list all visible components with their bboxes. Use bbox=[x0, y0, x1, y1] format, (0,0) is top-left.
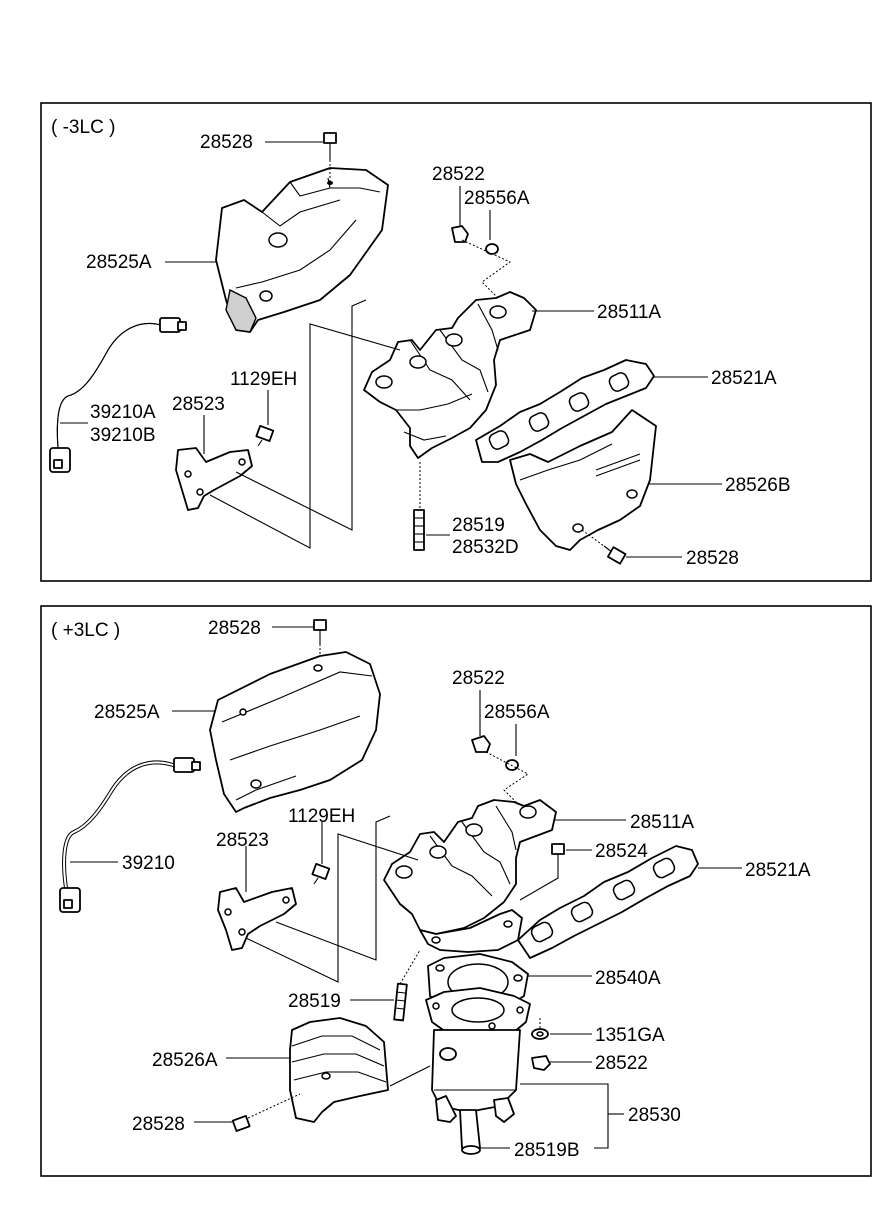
converter-part bbox=[425, 987, 531, 1155]
exhaust-manifold-part-2 bbox=[383, 799, 557, 953]
panel-minus-3lc-tag: ( -3LC ) bbox=[51, 117, 115, 138]
label-heat-shield-upper-2: 28525A bbox=[94, 702, 160, 723]
label-gasket-ring-2: 28556A bbox=[484, 702, 550, 723]
panel-minus-3lc-frame bbox=[40, 102, 872, 582]
heat-shield-upper-part-2 bbox=[209, 651, 381, 813]
oxygen-sensor-part-2 bbox=[59, 757, 201, 913]
heat-shield-lower-part-2 bbox=[289, 1017, 389, 1123]
oxygen-sensor-part bbox=[49, 317, 187, 473]
label-nut: 28522 bbox=[432, 164, 485, 185]
panel-minus-3lc: ( -3LC ) 28528 28525A 28522 28556A bbox=[40, 102, 872, 582]
label-converter: 28530 bbox=[628, 1105, 681, 1126]
label-manifold-gasket-2: 28521A bbox=[745, 860, 811, 881]
bolt-bottom-part bbox=[581, 529, 627, 565]
label-bolt-bracket: 1129EH bbox=[230, 369, 297, 390]
stud-part-2 bbox=[393, 949, 421, 1022]
bolt-bottom-part-2 bbox=[231, 1093, 301, 1132]
bracket-part-2 bbox=[217, 887, 297, 951]
bracket-part bbox=[175, 447, 253, 511]
label-nut-lower: 28522 bbox=[595, 1053, 648, 1074]
manifold-gasket-part bbox=[475, 359, 655, 463]
panel-plus-3lc-frame bbox=[40, 605, 872, 1177]
heat-shield-upper-part bbox=[215, 167, 389, 333]
panel-plus-3lc: ( +3LC ) 28528 28525A 28522 28556A bbox=[40, 605, 872, 1177]
panel-plus-3lc-tag: ( +3LC ) bbox=[51, 620, 120, 641]
label-sensor-a: 39210A bbox=[90, 402, 156, 423]
label-converter-gasket: 28540A bbox=[595, 968, 661, 989]
label-stud: 28519 bbox=[452, 515, 505, 536]
label-washer: 1351GA bbox=[595, 1025, 665, 1046]
label-bolt-bracket-2: 1129EH bbox=[288, 806, 355, 827]
label-gasket-ring: 28556A bbox=[464, 188, 530, 209]
label-heat-shield-lower-2: 28526A bbox=[152, 1050, 218, 1071]
heat-shield-lower-part bbox=[509, 409, 657, 551]
label-stud-2: 28519 bbox=[288, 991, 341, 1012]
label-bolt-top: 28528 bbox=[200, 132, 253, 153]
label-manifold-gasket: 28521A bbox=[711, 368, 777, 389]
label-sensor-b: 39210B bbox=[90, 425, 156, 446]
label-stud-b: 28532D bbox=[452, 537, 519, 558]
label-bracket: 28523 bbox=[172, 394, 225, 415]
bolt-top-part bbox=[323, 132, 337, 185]
manifold-gasket-part-2 bbox=[517, 845, 699, 959]
nut-lower-part bbox=[531, 1055, 551, 1071]
bolt-bracket-part-2 bbox=[311, 863, 331, 885]
label-manifold-2: 28511A bbox=[630, 812, 694, 833]
label-stud-converter: 28519B bbox=[514, 1140, 580, 1161]
label-bolt-small: 28524 bbox=[595, 841, 648, 862]
bolt-bracket-part bbox=[255, 425, 275, 447]
label-bolt-bottom-2: 28528 bbox=[132, 1114, 185, 1135]
label-heat-shield-upper: 28525A bbox=[86, 252, 152, 273]
label-manifold: 28511A bbox=[597, 302, 661, 323]
label-nut-2: 28522 bbox=[452, 668, 505, 689]
label-bolt-bottom: 28528 bbox=[686, 548, 739, 569]
label-sensor-2: 39210 bbox=[122, 853, 175, 874]
stud-part bbox=[413, 462, 425, 551]
label-heat-shield-lower: 28526B bbox=[725, 475, 791, 496]
bolt-small-part bbox=[551, 843, 565, 866]
exhaust-manifold-part bbox=[363, 291, 537, 459]
label-bolt-top-2: 28528 bbox=[208, 618, 261, 639]
label-bracket-2: 28523 bbox=[216, 830, 269, 851]
